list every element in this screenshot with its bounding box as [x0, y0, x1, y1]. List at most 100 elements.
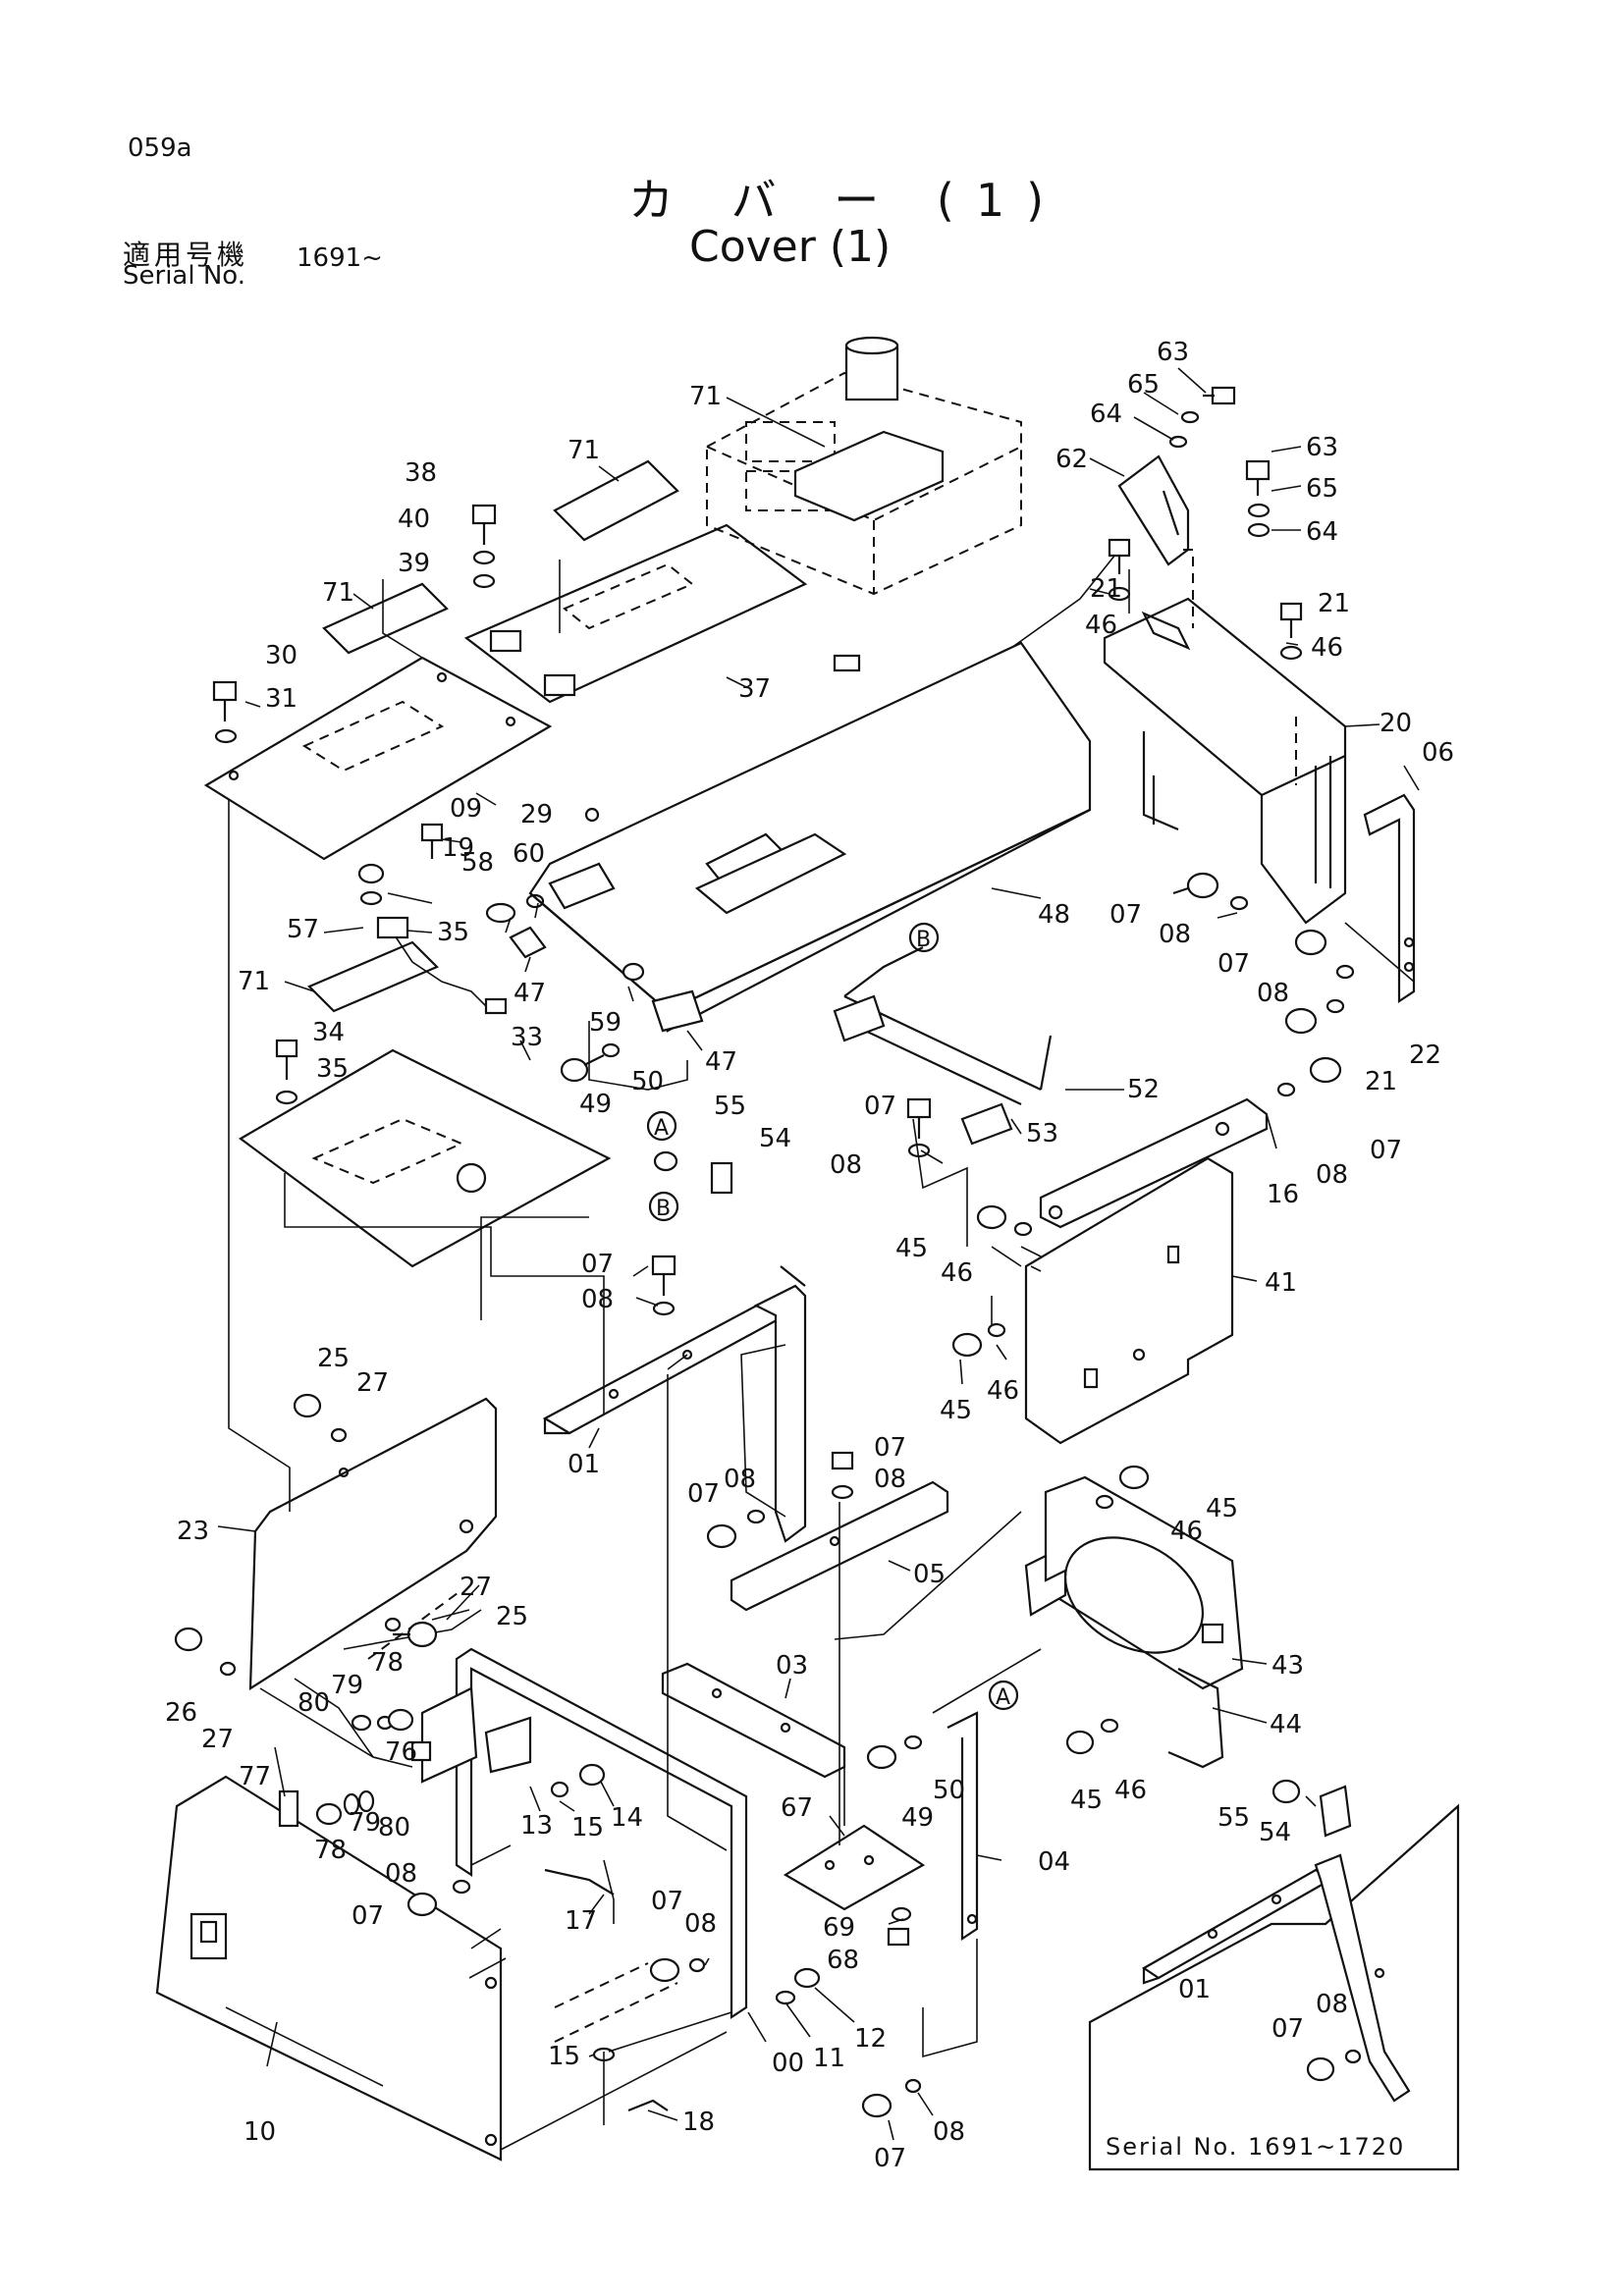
callout-68: 68: [827, 1946, 859, 1975]
callout-08: 08: [1159, 920, 1191, 949]
washer-31: [214, 728, 238, 744]
callout-45: 45: [1070, 1786, 1103, 1815]
callout-07: 07: [874, 1433, 906, 1463]
callout-71: 71: [568, 436, 600, 465]
callout-10: 10: [243, 2117, 276, 2147]
callout-13: 13: [520, 1811, 553, 1841]
callout-27: 27: [356, 1368, 389, 1398]
page-title-english: Cover (1): [689, 222, 892, 272]
bracket-06: [1363, 793, 1416, 1004]
callout-08: 08: [581, 1285, 614, 1314]
washer-79-b: [343, 1792, 360, 1816]
upper-plate-37: [463, 523, 808, 704]
pad-71-upper: [553, 459, 679, 542]
washer-08-g: [831, 1484, 854, 1500]
callout-53: 53: [1026, 1119, 1058, 1148]
callout-14: 14: [611, 1803, 643, 1833]
nut-59: [622, 962, 645, 982]
reference-label-b: B: [916, 928, 931, 952]
part-callouts: 63 65 64 62 63 65 64 21 46 21 46 20 06 7…: [165, 338, 1454, 2173]
bolt-78-a: [387, 1708, 414, 1732]
bolt-09: [420, 823, 444, 859]
door-10: [155, 1775, 503, 2162]
bolt-63-upper: [1203, 386, 1236, 405]
pad-71-left: [322, 582, 449, 655]
washer-39: [472, 573, 496, 589]
bolt-49-b: [866, 1744, 897, 1770]
washer-08-f: [746, 1509, 766, 1524]
callout-20: 20: [1380, 709, 1412, 738]
callout-64: 64: [1306, 517, 1338, 547]
washer-08-a: [1229, 895, 1249, 911]
frame-00: [420, 1647, 979, 2020]
inset-serial-label: Serial No. 1691~1720: [1106, 2133, 1406, 2161]
callout-03: 03: [776, 1651, 808, 1681]
callout-29: 29: [520, 800, 553, 829]
callout-08: 08: [724, 1465, 756, 1494]
bar-03: [661, 1662, 846, 1779]
bolt-26: [174, 1627, 203, 1652]
callout-46: 46: [1114, 1776, 1147, 1805]
callout-31: 31: [265, 684, 298, 714]
callout-35: 35: [316, 1054, 349, 1084]
callout-08: 08: [385, 1859, 417, 1889]
callout-19: 19: [442, 833, 474, 863]
bolt-68: [887, 1927, 910, 1947]
callout-18: 18: [682, 2108, 715, 2137]
callout-07: 07: [864, 1092, 896, 1121]
pad-71-lower: [307, 940, 439, 1013]
bolt-25-b: [393, 1621, 438, 1648]
pad-71-top: [793, 430, 945, 522]
washer-46-d: [987, 1322, 1006, 1338]
bolt-63-right: [1245, 459, 1271, 496]
callout-43: 43: [1271, 1651, 1304, 1681]
bolt-45-b: [951, 1332, 983, 1358]
callout-21: 21: [1318, 589, 1350, 618]
bolt-07-b: [1294, 929, 1327, 956]
callout-78: 78: [314, 1836, 347, 1865]
bolt-07-c: [1309, 1056, 1342, 1084]
callout-25: 25: [317, 1344, 350, 1373]
bolt-30: [212, 680, 238, 721]
plate-44: [1024, 1554, 1224, 1769]
bolt-45-d: [1065, 1730, 1095, 1755]
callout-04: 04: [1038, 1847, 1070, 1877]
reference-marker-b: [908, 922, 940, 953]
callout-64: 64: [1090, 400, 1122, 429]
callout-07: 07: [687, 1479, 720, 1509]
plate-67: [783, 1824, 926, 1911]
callout-78: 78: [371, 1648, 404, 1678]
callout-01: 01: [1178, 1975, 1211, 2004]
callout-79: 79: [349, 1808, 381, 1838]
rail-16: [1039, 1097, 1269, 1229]
panel-41: [1024, 1156, 1234, 1445]
callout-08: 08: [1316, 1160, 1348, 1190]
callout-07: 07: [1109, 900, 1142, 930]
washer-50-a: [601, 1042, 621, 1058]
callout-48: 48: [1038, 900, 1070, 930]
callout-08: 08: [684, 1909, 717, 1939]
callout-55: 55: [714, 1092, 746, 1121]
washer-08-k: [1344, 2049, 1362, 2064]
reference-label-a: A: [996, 1685, 1010, 1710]
callout-37: 37: [738, 674, 771, 704]
callout-07: 07: [1217, 949, 1250, 979]
chain-35: [376, 916, 508, 1015]
engine-hood-cover: [528, 641, 1092, 1033]
bracket-76: [410, 1740, 432, 1762]
bulb-58: [485, 902, 516, 924]
callout-46: 46: [1311, 633, 1343, 663]
callout-33: 33: [511, 1023, 543, 1052]
callout-71: 71: [238, 967, 270, 996]
washer-80-a: [351, 1714, 372, 1732]
washer-27-b: [384, 1617, 402, 1632]
washer-64-upper: [1168, 435, 1188, 449]
callout-38: 38: [405, 458, 437, 488]
bolt-14: [578, 1763, 606, 1787]
washer-08-i: [688, 1957, 706, 1973]
callout-17: 17: [565, 1906, 597, 1936]
callout-27: 27: [460, 1573, 492, 1602]
callout-07: 07: [352, 1901, 384, 1931]
callout-06: 06: [1422, 738, 1454, 768]
page-title-japanese: カ バ ー (1): [628, 174, 1066, 227]
